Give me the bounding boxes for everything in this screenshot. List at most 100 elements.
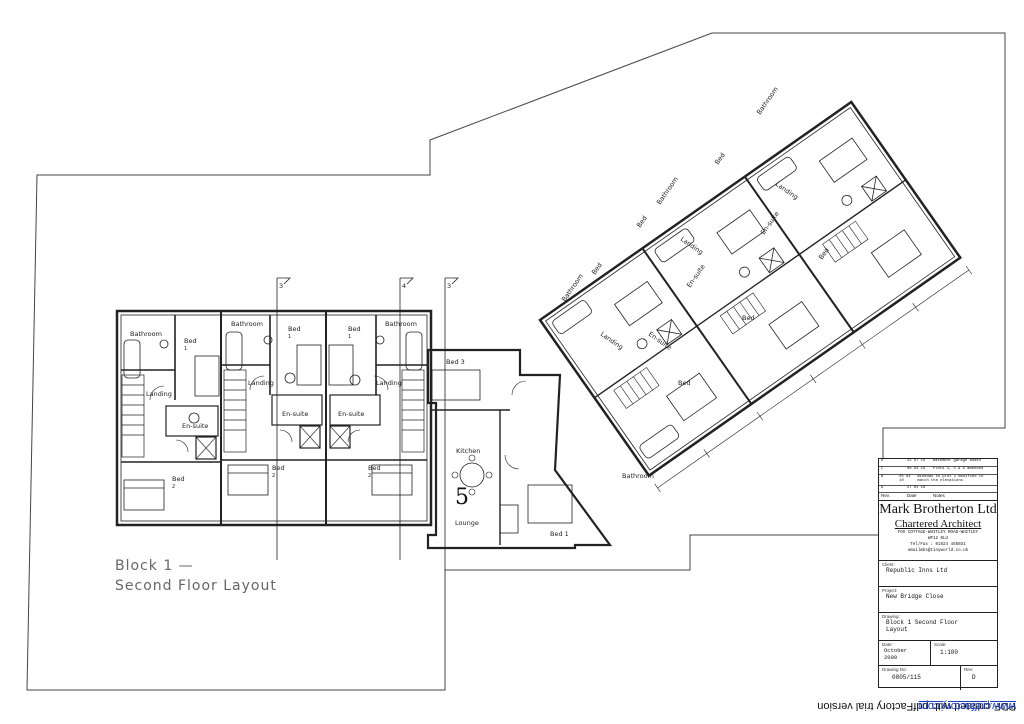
project-value: New Bridge Close bbox=[886, 593, 944, 600]
drawing-caption: Drawing: bbox=[882, 614, 900, 619]
drawing-title-line2: Second Floor Layout bbox=[115, 578, 277, 594]
scale-caption: Scale: bbox=[934, 642, 947, 647]
firm-panel: Mark Brotherton Ltd Chartered Architect … bbox=[879, 501, 997, 561]
firm-address-line1: FOX COTTAGE-WHITLEY ROAD-WHITLEY bbox=[897, 531, 979, 535]
revision-note: Basement garage added bbox=[933, 459, 981, 463]
watermark-link[interactable]: www.pdffactory.com bbox=[918, 700, 1016, 712]
room-label-bed-1: Bed 1 bbox=[550, 530, 569, 538]
plot-number: 5 bbox=[455, 485, 469, 510]
room-label-bed: Bed bbox=[635, 214, 649, 229]
room-label-bed: Bed bbox=[678, 379, 691, 387]
revision-rev: D bbox=[881, 459, 884, 463]
firm-tel: Tel/Fax : 01924 456031 bbox=[910, 543, 966, 547]
revision-date: 08 03 10 bbox=[907, 467, 926, 471]
date-value-year: 2009 bbox=[884, 654, 898, 661]
left-block bbox=[115, 309, 433, 527]
room-label-bed: Bed bbox=[817, 246, 831, 261]
revision-table: D 22 07 10 Basement garage added C 08 03… bbox=[879, 459, 997, 501]
section-marker-number: 3 bbox=[447, 282, 451, 290]
client-value: Republic Inns Ltd bbox=[886, 567, 948, 574]
revision-row: B 05 04 10 Windows to plot 1 modified to… bbox=[879, 475, 997, 486]
room-label-landing: Landing bbox=[599, 330, 625, 351]
room-label-ensuite: En-suite bbox=[685, 263, 707, 289]
room-label-bed: Bed bbox=[713, 151, 727, 166]
room-label-bed: Bed bbox=[272, 464, 285, 472]
revision-row: D 22 07 10 Basement garage added bbox=[879, 459, 997, 467]
room-label-bed-number: 2 bbox=[172, 484, 175, 490]
revision-header-notes: Notes bbox=[933, 493, 945, 498]
room-label-bathroom: Bathroom bbox=[755, 85, 780, 116]
room-label-bed-number: 2 bbox=[272, 473, 275, 479]
client-row: Client: Republic Inns Ltd bbox=[879, 561, 997, 587]
client-caption: Client: bbox=[882, 562, 895, 567]
revision-note: Plots 4, 5 & 6 amended bbox=[933, 467, 984, 471]
section-marker-number: 4 bbox=[402, 282, 406, 290]
section-markers bbox=[276, 277, 459, 570]
date-cell: Date: October 2009 bbox=[879, 641, 931, 665]
revision-header-rev: Rev. bbox=[881, 493, 890, 498]
section-marker-number: 3 bbox=[279, 282, 283, 290]
room-label-bed-number: 1 bbox=[184, 346, 187, 352]
revision-row: A 27 01 10 bbox=[879, 486, 997, 493]
room-label-lounge: Lounge bbox=[455, 519, 479, 527]
revision-row: C 08 03 10 Plots 4, 5 & 6 amended bbox=[879, 467, 997, 475]
firm-address-line2: WF12 0LU bbox=[927, 537, 949, 541]
room-label-landing: Landing bbox=[146, 390, 172, 398]
drawing-title-line1: Block 1 — bbox=[115, 558, 194, 574]
drawing-row: Drawing: Block 1 Second Floor Layout bbox=[879, 613, 997, 641]
revision-date: 27 01 10 bbox=[907, 486, 926, 490]
room-label-bed-number: 1 bbox=[288, 334, 291, 340]
room-label-landing: Landing bbox=[248, 379, 274, 387]
revision-date: 05 04 10 bbox=[899, 475, 911, 483]
room-label-ensuite: En-suite bbox=[182, 422, 208, 430]
revision-header-date: Date bbox=[907, 493, 917, 498]
revision-rev: A bbox=[881, 486, 884, 490]
room-label-bathroom: Bathroom bbox=[655, 175, 680, 206]
drawing-no-cell: Drawing No: 0805/115 bbox=[879, 666, 961, 690]
section-marker-labels: 3 4 3 bbox=[279, 282, 451, 290]
drawing-no-caption: Drawing No: bbox=[882, 667, 907, 672]
title-block: D 22 07 10 Basement garage added C 08 03… bbox=[878, 458, 998, 690]
link-block bbox=[426, 348, 613, 550]
date-scale-row: Date: October 2009 Scale: 1:100 bbox=[879, 641, 997, 666]
project-caption: Project: bbox=[882, 588, 898, 593]
firm-email: emailmbs@tinyworld.co.uk bbox=[907, 549, 969, 553]
drawing-no-row: Drawing No: 0805/115 Rev: D bbox=[879, 666, 997, 690]
room-label-bathroom: Bathroom bbox=[622, 472, 654, 480]
room-label-ensuite: En-suite bbox=[282, 410, 308, 418]
scale-value: 1:100 bbox=[940, 649, 959, 656]
room-label-bathroom: Bathroom bbox=[130, 330, 162, 338]
room-label-bed-number: 1 bbox=[348, 334, 351, 340]
angled-block bbox=[538, 100, 972, 493]
room-label-bed-number: 2 bbox=[368, 473, 371, 479]
revision-header: Rev. Date Notes bbox=[879, 493, 997, 500]
firm-name: Mark Brotherton Ltd bbox=[879, 502, 997, 517]
room-label-landing: Landing bbox=[376, 379, 402, 387]
date-value: October bbox=[884, 647, 908, 654]
room-label-bed: Bed bbox=[368, 464, 381, 472]
revision-note: Windows to plot 1 modified to match the … bbox=[917, 475, 984, 483]
room-label-bathroom: Bathroom bbox=[385, 320, 417, 328]
room-label-bathroom: Bathroom bbox=[231, 320, 263, 328]
revision-rev: B bbox=[881, 475, 884, 479]
revision-rev: C bbox=[881, 467, 884, 471]
rev-value: D bbox=[972, 674, 976, 681]
rev-cell: Rev: D bbox=[961, 666, 997, 690]
room-label-bed: Bed bbox=[184, 337, 197, 345]
room-label-kitchen: Kitchen bbox=[456, 447, 480, 455]
room-label-landing: Landing bbox=[774, 180, 800, 201]
room-label-bed: Bed bbox=[172, 475, 185, 483]
room-label-bed: Bed bbox=[742, 314, 755, 322]
drawing-title-value: Block 1 Second Floor bbox=[886, 619, 959, 626]
room-label-landing: Landing bbox=[679, 235, 705, 256]
date-caption: Date: bbox=[882, 642, 893, 647]
pdf-watermark: PDF created with pdfFactory trial versio… bbox=[817, 424, 1018, 714]
firm-subtitle: Chartered Architect bbox=[894, 518, 982, 530]
room-label-ensuite: En-suite bbox=[338, 410, 364, 418]
revision-date: 22 07 10 bbox=[907, 459, 926, 463]
rev-caption: Rev: bbox=[964, 667, 974, 672]
drawing-title-value-line2: Layout bbox=[886, 626, 908, 633]
project-row: Project: New Bridge Close bbox=[879, 587, 997, 613]
scale-cell: Scale: 1:100 bbox=[931, 641, 997, 665]
